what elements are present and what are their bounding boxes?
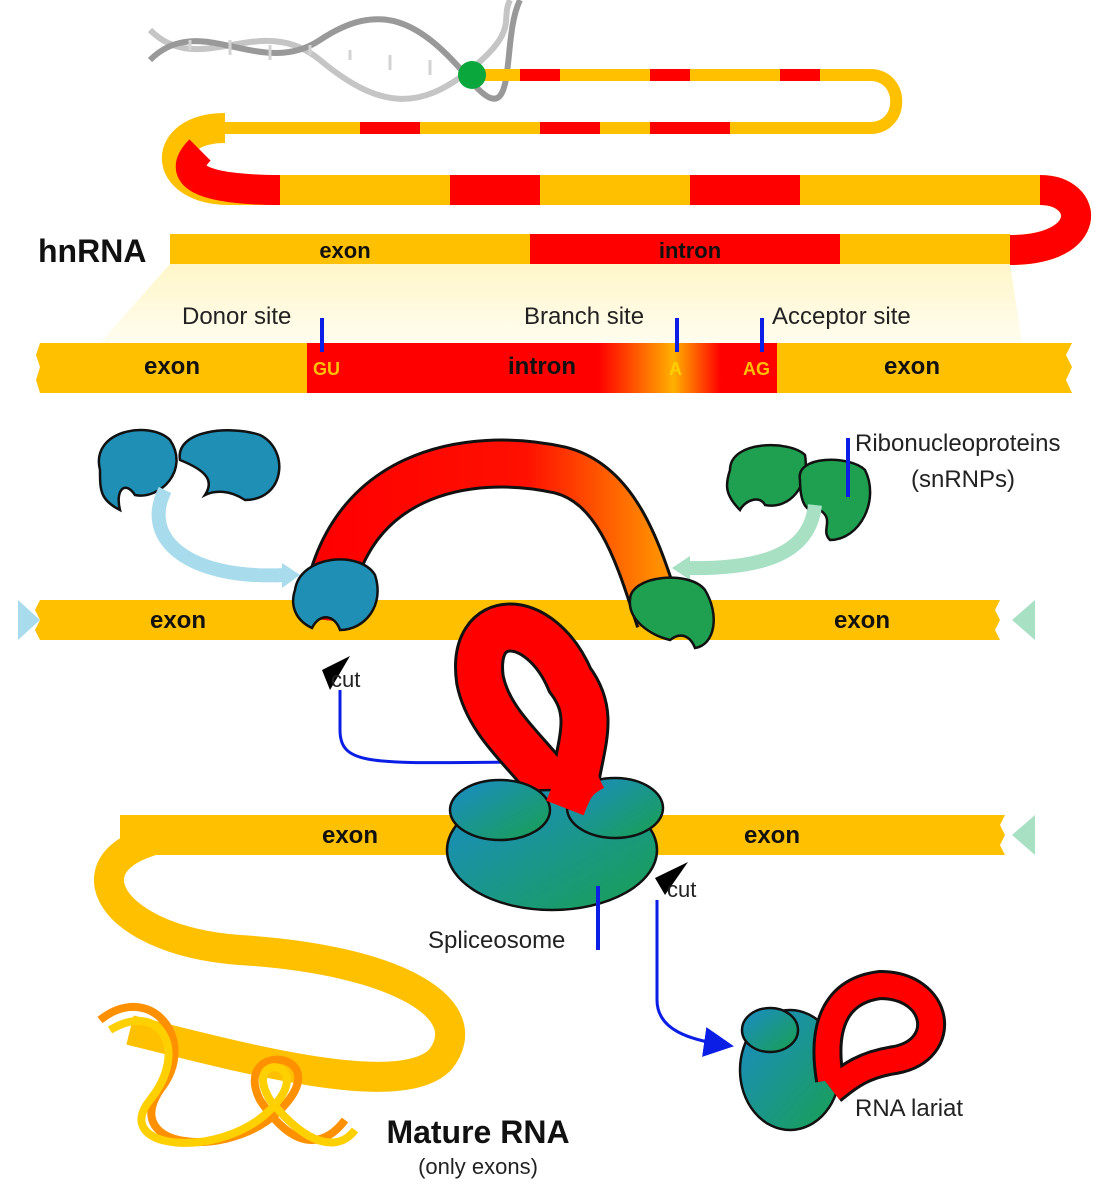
rna-lariat-label: RNA lariat xyxy=(855,1095,963,1122)
hnrna-intron-segment xyxy=(530,234,840,264)
green-end-marker-stage3 xyxy=(1012,815,1035,855)
stage3-exon-left-label: exon xyxy=(322,822,378,849)
snrnp-bound-green xyxy=(628,576,715,650)
blue-binding-arrow xyxy=(151,486,286,583)
lariat-loop xyxy=(457,605,607,822)
mature-rna-coil-inner xyxy=(107,1016,359,1147)
spliceosome-label: Spliceosome xyxy=(428,927,565,954)
mature-rna-strand xyxy=(94,820,466,1092)
green-binding-arrow xyxy=(684,503,822,576)
snrnp-bound-blue xyxy=(291,558,379,632)
lariat-neck xyxy=(546,752,605,816)
coiled-transcript xyxy=(161,69,1091,265)
donor-site-label: Donor site xyxy=(182,303,291,330)
ag-label: AG xyxy=(743,359,770,379)
branch-a-label: A xyxy=(669,359,682,379)
cut-pointer-right xyxy=(655,900,734,1057)
cut-label-left: cut xyxy=(331,667,360,692)
green-binding-arrow-head xyxy=(672,556,690,580)
detail-bar xyxy=(36,343,1072,393)
snrnps-label: (snRNPs) xyxy=(911,466,1015,493)
detail-exon-left-label: exon xyxy=(144,353,200,380)
stage2-exon-left-label: exon xyxy=(150,607,206,634)
blue-binding-arrow-head xyxy=(282,563,300,588)
rna-polymerase-dot xyxy=(458,61,486,89)
acceptor-site-label: Acceptor site xyxy=(772,303,911,330)
spliceosome xyxy=(445,776,665,912)
green-end-marker-stage2 xyxy=(1012,600,1035,640)
released-lariat xyxy=(815,972,944,1100)
cut-pointer-left xyxy=(338,690,564,778)
blue-end-marker xyxy=(18,600,40,640)
snrnp-green-right xyxy=(725,444,872,542)
mature-rna-label: Mature RNA xyxy=(386,1114,569,1150)
cut-label-right: cut xyxy=(667,877,696,902)
ribonucleoproteins-label: Ribonucleoproteins xyxy=(855,430,1060,457)
stage3-exon-right-label: exon xyxy=(744,822,800,849)
cut-marker-left xyxy=(322,656,350,690)
gu-label: GU xyxy=(313,359,340,379)
hnrna-label: hnRNA xyxy=(38,233,146,269)
intron-arch xyxy=(303,441,681,627)
detail-exon-right-label: exon xyxy=(884,353,940,380)
stage2-exon-right-label: exon xyxy=(834,607,890,634)
branch-site-label: Branch site xyxy=(524,303,644,330)
hnrna-intron-label: intron xyxy=(659,238,721,263)
hnrna-exon-label: exon xyxy=(319,238,370,263)
cut-marker-right xyxy=(655,862,688,895)
only-exons-label: (only exons) xyxy=(418,1154,538,1179)
detail-intron-label: intron xyxy=(508,353,576,380)
zoom-highlight xyxy=(100,264,1022,343)
snrnp-blue-left xyxy=(97,428,281,513)
